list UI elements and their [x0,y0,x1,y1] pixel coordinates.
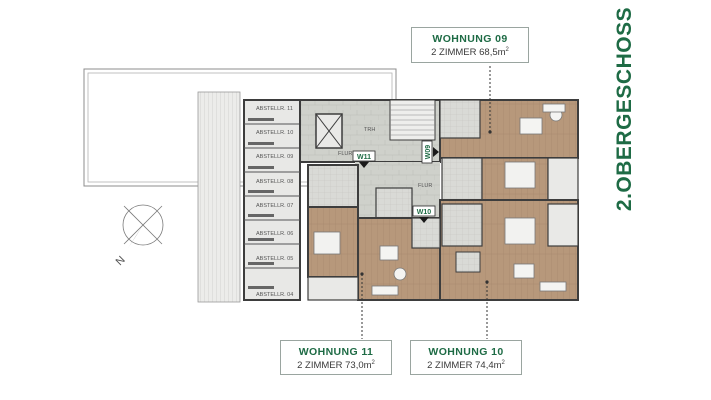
label-abstellr-08: ABSTELLR. 08 [256,179,293,185]
apartment-10 [439,199,579,301]
tag-w09-text: W09 [425,145,432,160]
roof-terrace [83,68,397,303]
wohnung-09-size: 2 ZIMMER 68,5m2 [431,47,509,59]
floor-title: 2.OBERGESCHOSS [605,6,645,211]
floor-title-text: 2.OBERGESCHOSS [613,6,636,211]
tag-w10: W10 [412,205,436,223]
callout-wohnung-09: WOHNUNG 09 2 ZIMMER 68,5m2 [411,27,529,63]
leader-lines [361,62,491,340]
apartment-09 [439,99,579,201]
label-abstellr-05: ABSTELLR. 05 [256,256,293,262]
tag-w09: W09 [421,140,439,164]
leader-dots [360,130,492,284]
label-abstellr-04: ABSTELLR. 04 [256,292,293,298]
tag-w10-text: W10 [417,209,432,216]
wohnung-11-name: WOHNUNG 11 [298,346,374,358]
compass-north-label: N [114,254,128,268]
label-abstellr-11: ABSTELLR. 11 [256,106,293,112]
tag-w11: W11 [352,150,376,168]
wohnung-10-name: WOHNUNG 10 [428,346,504,358]
callout-wohnung-11: WOHNUNG 11 2 ZIMMER 73,0m2 [280,340,392,375]
wohnung-09-name: WOHNUNG 09 [432,33,508,45]
wohnung-11-size: 2 ZIMMER 73,0m2 [297,360,375,372]
label-trh: TRH [364,127,375,133]
callout-wohnung-10: WOHNUNG 10 2 ZIMMER 74,4m2 [410,340,522,375]
compass-icon [122,204,164,248]
apartment-11 [307,164,441,301]
label-flur-left: FLUR [338,151,352,157]
storage-wing [243,99,301,301]
label-abstellr-07: ABSTELLR. 07 [256,203,293,209]
label-abstellr-09: ABSTELLR. 09 [256,154,293,160]
label-abstellr-10: ABSTELLR. 10 [256,130,293,136]
label-abstellr-06: ABSTELLR. 06 [256,231,293,237]
tag-w11-text: W11 [357,154,371,161]
room-labels: ABSTELLR. 11 ABSTELLR. 10 ABSTELLR. 09 A… [256,106,432,298]
label-flur-right: FLUR [418,183,432,189]
wohnung-10-size: 2 ZIMMER 74,4m2 [427,360,505,372]
